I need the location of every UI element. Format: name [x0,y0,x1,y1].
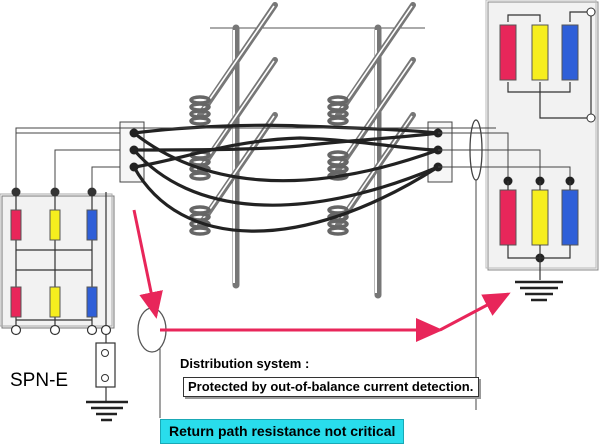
transformer-winding-red [499,24,517,81]
transformer-winding-yellow [531,189,549,246]
load-element-blue [86,286,98,318]
pole-structure [189,2,425,299]
left-terminal-box [15,121,145,188]
earth-ground-icon [515,280,563,302]
earthing-system-label: SPN-E [10,370,69,391]
load-element-red [10,286,22,318]
distribution-title: Distribution system : [180,356,310,371]
load-element-yellow [49,209,61,241]
fault-current-path [132,209,511,342]
protection-note: Protected by out-of-balance current dete… [183,377,480,397]
transformer-winding-yellow [531,24,549,81]
load-element-blue [86,209,98,241]
load-element-yellow [49,286,61,318]
right-supply-panel [485,0,599,302]
transformer-winding-blue [561,24,579,81]
left-consumer-panel [0,187,128,422]
return-path-note: Return path resistance not critical [160,419,405,444]
overhead-conductors [132,123,439,233]
load-element-red [10,209,22,241]
earth-ground-icon [86,400,128,422]
transformer-winding-blue [561,189,579,246]
transformer-winding-red [499,189,517,246]
